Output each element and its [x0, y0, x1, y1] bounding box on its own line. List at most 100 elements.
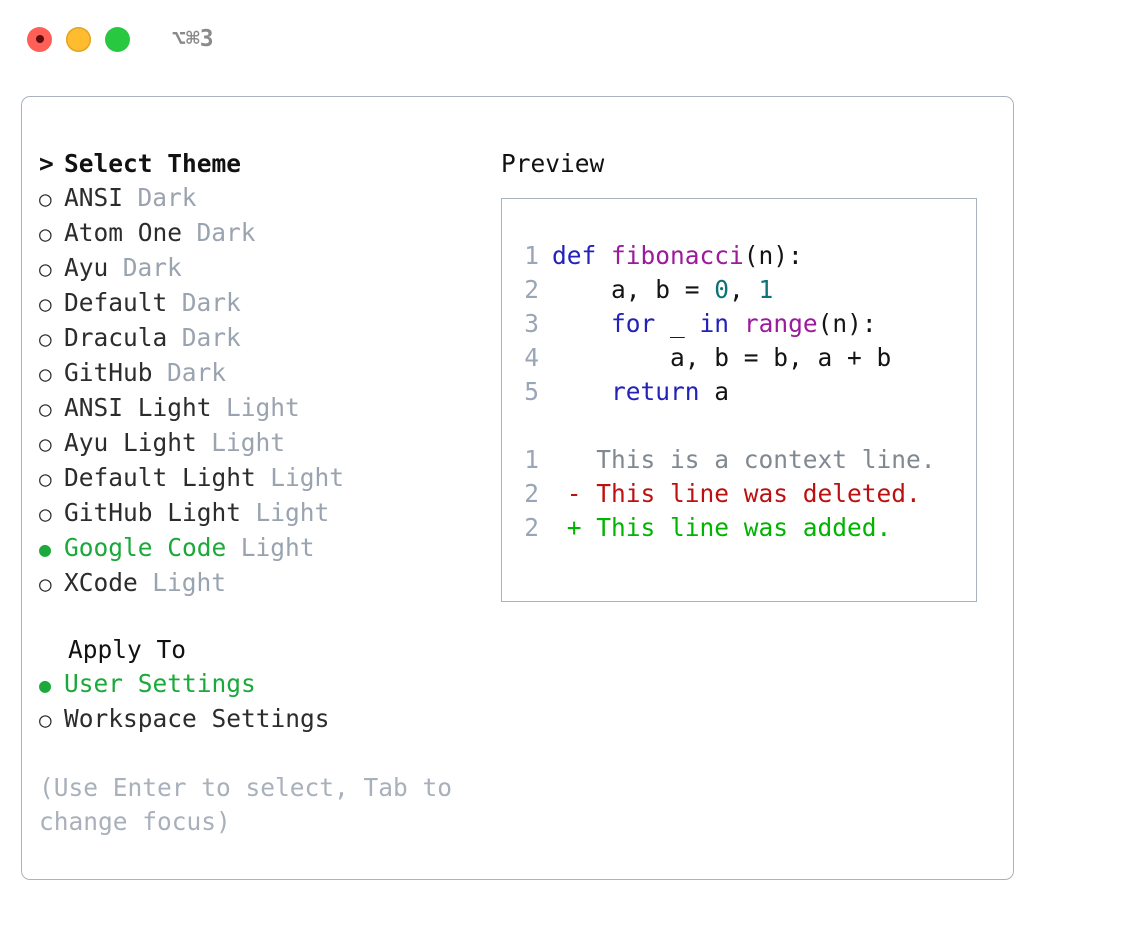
code-token-kw: in: [699, 309, 730, 338]
code-token-pln: ,: [729, 275, 759, 304]
code-token-pln: [596, 241, 611, 270]
theme-option-label: Dracula: [64, 323, 168, 352]
theme-option-default[interactable]: ○ Default Dark: [39, 286, 489, 321]
line-number: 1: [524, 241, 539, 270]
radio-unselected-icon: ○: [39, 467, 52, 491]
theme-option-label: Atom One: [64, 218, 183, 247]
theme-option-tag: Dark: [137, 183, 197, 212]
theme-option-tag: Dark: [167, 358, 227, 387]
radio-unselected-icon: ○: [39, 257, 52, 281]
code-token-fn: fibonacci: [611, 241, 744, 270]
theme-option-tag: Light: [211, 428, 286, 457]
apply-to-option-workspace-settings[interactable]: ○ Workspace Settings: [39, 702, 489, 737]
line-number: 1: [524, 445, 539, 474]
radio-selected-icon: ●: [39, 673, 52, 697]
diff-line-del: 2 - This line was deleted.: [515, 477, 968, 511]
theme-option-label: Ayu Light: [64, 428, 197, 457]
theme-option-tag: Light: [270, 463, 345, 492]
theme-option-label: Ayu: [64, 253, 109, 282]
code-line: 5 return a: [515, 375, 968, 409]
code-token-pln: [552, 377, 611, 406]
theme-option-xcode[interactable]: ○ XCode Light: [39, 566, 489, 601]
line-number: 4: [524, 343, 539, 372]
theme-option-label: XCode: [64, 568, 138, 597]
theme-option-tag: Dark: [122, 253, 182, 282]
code-token-pln: a, b =: [552, 275, 715, 304]
theme-option-label: Default: [64, 288, 168, 317]
code-token-pln: (n):: [743, 241, 803, 270]
line-number: 2: [524, 513, 539, 542]
theme-option-tag: Light: [152, 568, 227, 597]
theme-option-ayu[interactable]: ○ Ayu Dark: [39, 251, 489, 286]
code-token-pln: [552, 309, 611, 338]
theme-option-tag: Dark: [181, 288, 241, 317]
theme-option-label: ANSI Light: [64, 393, 212, 422]
apply-to-option-label: User Settings: [64, 669, 256, 698]
theme-picker-title-label: Select Theme: [64, 149, 242, 178]
diff-line-ctx: 1 This is a context line.: [515, 443, 968, 477]
code-line: 3 for _ in range(n):: [515, 307, 968, 341]
radio-unselected-icon: ○: [39, 708, 52, 732]
prompt-marker-icon: >: [39, 149, 54, 178]
keyboard-hint: (Use Enter to select, Tab to change focu…: [39, 773, 467, 836]
radio-selected-icon: ●: [39, 537, 52, 561]
close-button[interactable]: [27, 26, 52, 52]
theme-option-label: Google Code: [64, 533, 227, 562]
diff-sample: 1 This is a context line.2 - This line w…: [515, 443, 968, 545]
radio-unselected-icon: ○: [39, 187, 52, 211]
code-token-fn: range: [743, 309, 818, 338]
diff-spacer: [515, 409, 968, 443]
radio-unselected-icon: ○: [39, 397, 52, 421]
code-token-kw: return: [611, 377, 700, 406]
title-bar: ⌥⌘3: [0, 0, 1140, 78]
minimize-button[interactable]: [66, 26, 91, 52]
line-number: 2: [524, 275, 539, 304]
diff-line-text: + This line was added.: [552, 513, 892, 542]
traffic-light-group: [27, 26, 130, 52]
line-number: 5: [524, 377, 539, 406]
code-line: 2 a, b = 0, 1: [515, 273, 968, 307]
code-token-pln: [729, 309, 744, 338]
code-token-pln: _: [655, 309, 700, 338]
line-number: 3: [524, 309, 539, 338]
radio-unselected-icon: ○: [39, 572, 52, 596]
code-line-text: a, b = 0, 1: [552, 273, 773, 307]
diff-line-text: - This line was deleted.: [552, 479, 921, 508]
diff-line-text: This is a context line.: [552, 445, 936, 474]
code-token-num: 1: [758, 275, 774, 304]
code-line: 4 a, b = b, a + b: [515, 341, 968, 375]
keyboard-shortcut-label: ⌥⌘3: [172, 25, 214, 52]
diff-line-add: 2 + This line was added.: [515, 511, 968, 545]
preview-title: Preview: [501, 149, 605, 178]
maximize-button[interactable]: [105, 26, 130, 52]
apply-to-option-label: Workspace Settings: [64, 704, 330, 733]
theme-option-tag: Dark: [181, 323, 241, 352]
theme-option-label: Default Light: [64, 463, 256, 492]
code-token-kw: def: [552, 241, 597, 270]
theme-option-default-light[interactable]: ○ Default Light Light: [39, 461, 489, 496]
theme-picker-title: > Select Theme: [39, 147, 489, 181]
radio-unselected-icon: ○: [39, 292, 52, 316]
line-number: 2: [524, 479, 539, 508]
apply-to-option-user-settings[interactable]: ● User Settings: [39, 667, 489, 702]
code-line-text: return a: [552, 375, 729, 409]
theme-option-tag: Dark: [196, 218, 256, 247]
code-line-text: a, b = b, a + b: [552, 341, 891, 375]
theme-option-label: GitHub Light: [64, 498, 242, 527]
code-line-text: for _ in range(n):: [552, 307, 877, 341]
